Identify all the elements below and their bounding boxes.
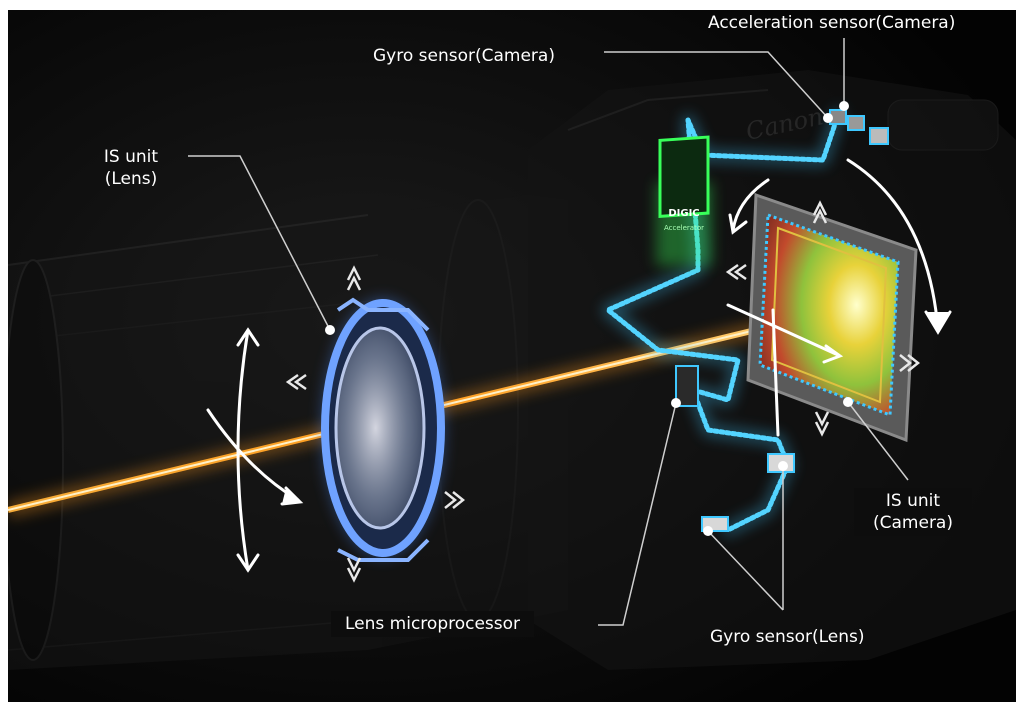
label-lens-microprocessor: Lens microprocessor — [331, 611, 535, 637]
label-is-unit-lens-line2: (Lens) — [104, 169, 158, 189]
label-is-unit-camera: IS unit (Camera) — [854, 488, 972, 536]
diagram-frame: Canon DIGIC Accelerator — [8, 10, 1016, 702]
label-acceleration-sensor-camera: Acceleration sensor(Camera) — [708, 13, 956, 33]
diagram-illustration: Canon DIGIC Accelerator — [8, 10, 1016, 702]
motion-arrows — [206, 158, 952, 573]
label-gyro-sensor-lens: Gyro sensor(Lens) — [710, 627, 865, 647]
image-sensor — [746, 192, 918, 443]
chip-subtitle-text: Accelerator — [664, 224, 704, 232]
lens-is-unit — [321, 297, 445, 562]
chevron-marks — [285, 200, 921, 583]
lens-barrel — [8, 195, 568, 670]
label-is-unit-lens: IS unit (Lens) — [76, 146, 186, 190]
callout-dots — [325, 101, 853, 536]
callout-lines — [188, 38, 909, 626]
label-is-unit-camera-line1: IS unit — [885, 491, 941, 511]
digic-chip: DIGIC Accelerator — [656, 135, 712, 266]
chip-brand-text: DIGIC — [668, 208, 699, 219]
label-is-unit-camera-line2: (Camera) — [873, 513, 953, 533]
label-is-unit-lens-line1: IS unit — [103, 147, 159, 167]
label-gyro-sensor-camera: Gyro sensor(Camera) — [373, 46, 555, 66]
